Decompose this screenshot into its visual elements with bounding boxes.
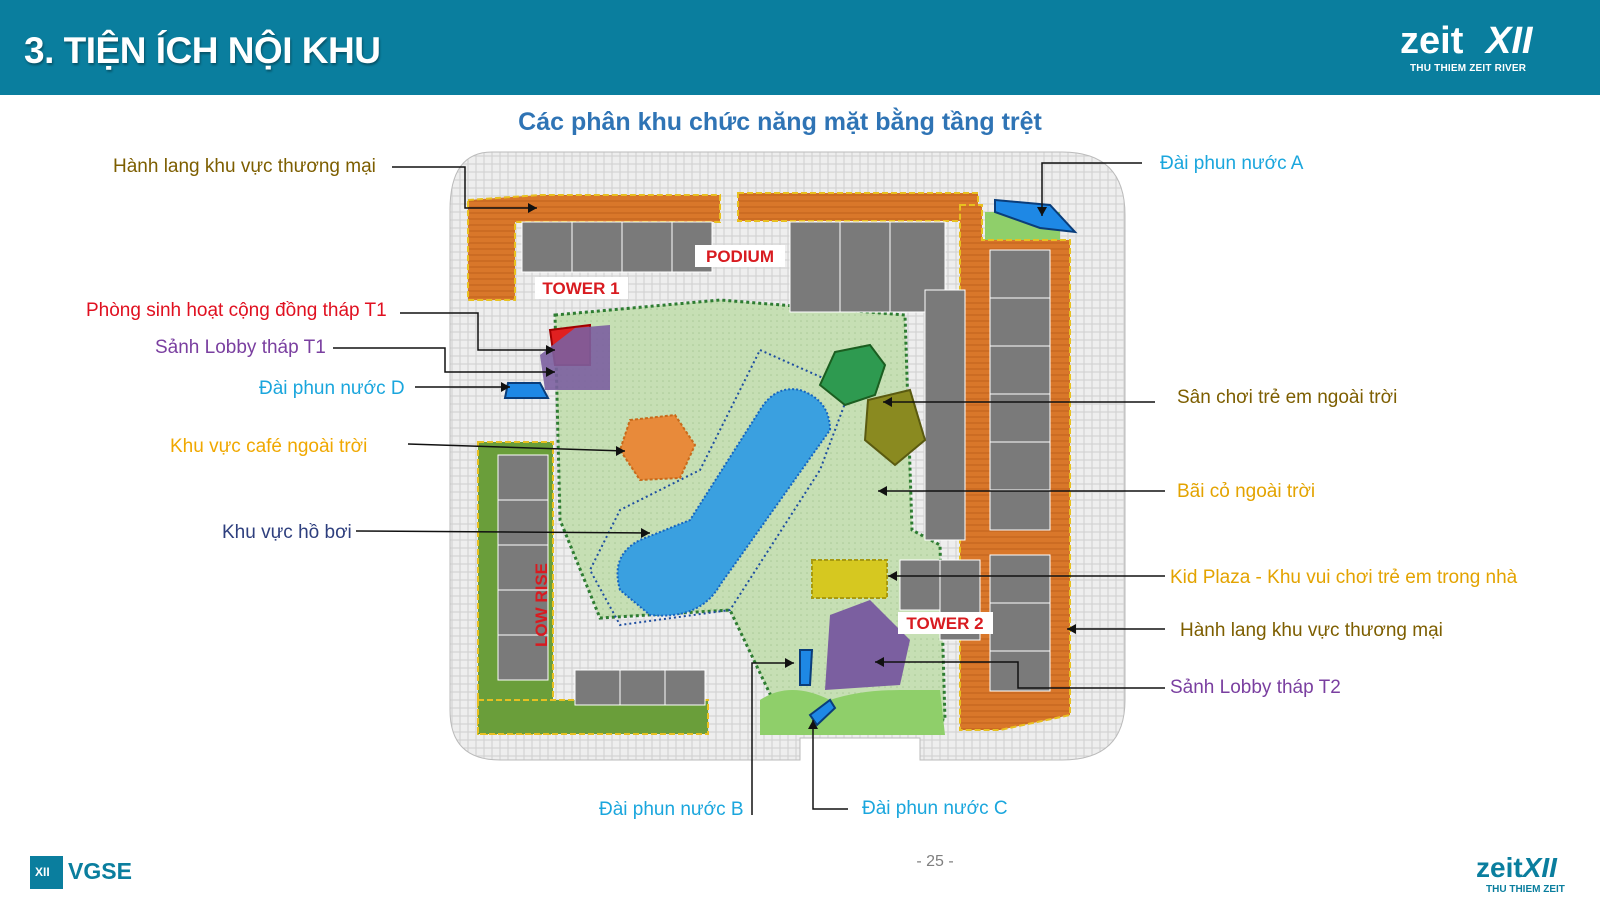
- callout-lobby-t2: Sảnh Lobby tháp T2: [1170, 677, 1341, 698]
- callout-pool: Khu vực hồ bơi: [222, 522, 352, 543]
- south-lawn: [760, 690, 945, 735]
- callout-fountain-c: Đài phun nước C: [862, 798, 1008, 819]
- tower1-tag-bg: [535, 277, 628, 299]
- lobby-t2: [825, 600, 910, 690]
- podium-label: PODIUM: [706, 247, 774, 266]
- pool-deck: [588, 348, 852, 627]
- vgse-logo-text: VGSE: [68, 858, 132, 884]
- low-rise-label: LOW RISE: [532, 563, 551, 647]
- tower1-building: [521, 221, 713, 273]
- vgse-logo-mark: XII: [30, 856, 63, 889]
- east-building: [989, 249, 1051, 692]
- cafe-area: [618, 413, 697, 482]
- playground-secondary: [863, 388, 927, 467]
- callout-kid-plaza: Kid Plaza - Khu vui chơi trẻ em trong nh…: [1170, 567, 1518, 588]
- callout-fountain-a: Đài phun nước A: [1160, 153, 1304, 174]
- low-rise-building: [497, 454, 706, 706]
- zeit-logo-mark: XII: [1486, 20, 1533, 62]
- lobby-t1: [540, 325, 610, 390]
- page-title: 3. TIỆN ÍCH NỘI KHU: [24, 30, 381, 71]
- zeit-logo-subtitle: THU THIEM ZEIT RIVER: [1410, 63, 1527, 74]
- leader-arrowheads: [501, 203, 1076, 729]
- callout-commercial-corridor-right: Hành lang khu vực thương mại: [1180, 620, 1443, 641]
- podium-tag-bg: [695, 245, 785, 267]
- commercial-corridor-podium: [737, 192, 979, 222]
- podium-building: [789, 221, 966, 541]
- fountain-d: [503, 382, 550, 399]
- tower2-label: TOWER 2: [906, 614, 983, 633]
- zeit-logo-word: zeit: [1400, 20, 1464, 62]
- vgse-logo-glyph: XII: [35, 865, 50, 879]
- callout-fountain-b: Đài phun nước B: [599, 799, 744, 820]
- kid-plaza-area: [811, 559, 888, 599]
- swimming-pool: [616, 388, 832, 617]
- footer-zeit-word: zeit: [1476, 852, 1523, 883]
- callout-commercial-corridor-left: Hành lang khu vực thương mại: [113, 156, 376, 177]
- callout-outdoor-playground: Sân chơi trẻ em ngoài trời: [1177, 387, 1398, 408]
- footer-zeit-logo: zeitXII: [1476, 852, 1557, 884]
- callout-community-room-t1: Phòng sinh hoạt cộng đồng tháp T1: [86, 300, 387, 321]
- tower1-label: TOWER 1: [542, 279, 619, 298]
- outdoor-playground: [818, 343, 887, 407]
- callout-fountain-d: Đài phun nước D: [259, 378, 405, 399]
- callout-cafe: Khu vực café ngoài trời: [170, 436, 368, 457]
- header-bar: 3. TIỆN ÍCH NỘI KHU zeit XII THU THIEM Z…: [0, 0, 1600, 95]
- callout-lawn: Bãi cỏ ngoài trời: [1177, 481, 1316, 502]
- footer-zeit-subtitle: THU THIEM ZEIT: [1486, 884, 1565, 895]
- diagram-subtitle: Các phân khu chức năng mặt bằng tầng trệ…: [518, 108, 1042, 136]
- fountain-b: [799, 649, 814, 686]
- low-rise-bottom-green: [477, 699, 709, 735]
- leader-lines: [333, 162, 1165, 815]
- tower2-tag-bg: [898, 612, 993, 634]
- footer-zeit-mark: XII: [1522, 852, 1557, 883]
- callout-lobby-t1: Sảnh Lobby tháp T1: [155, 337, 326, 358]
- page-number: - 25 -: [916, 853, 954, 870]
- fountain-c: [808, 698, 837, 727]
- fountain-a: [994, 198, 1078, 234]
